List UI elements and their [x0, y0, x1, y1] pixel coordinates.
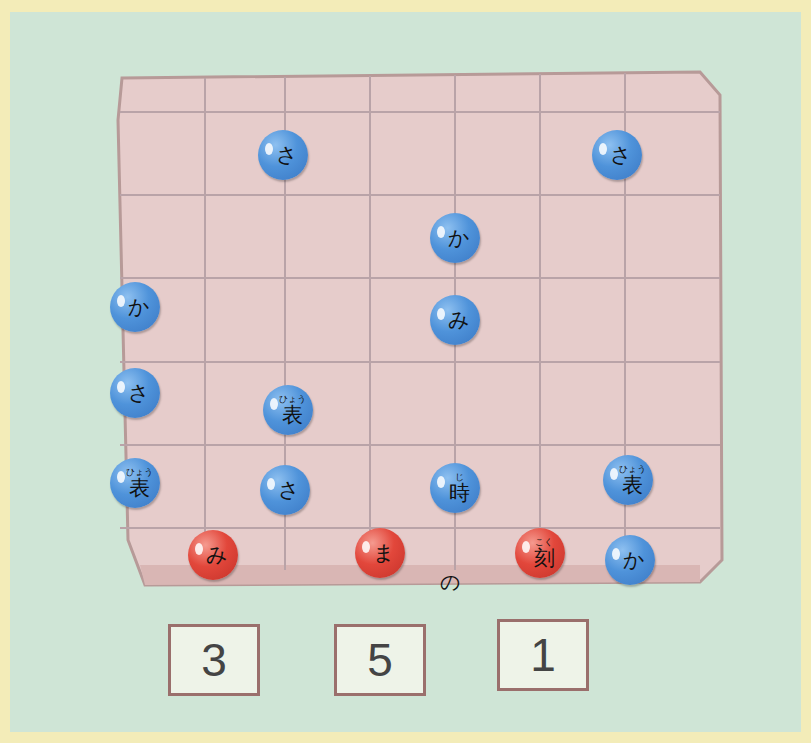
- answer-number: 5: [367, 637, 393, 683]
- stone-character: み: [448, 310, 470, 331]
- blue-stone: ひょう表: [603, 455, 653, 505]
- furigana: じ: [455, 473, 464, 482]
- blue-stone: か: [430, 213, 480, 263]
- answer-box: 1: [497, 619, 589, 691]
- board: [118, 72, 722, 585]
- stone-character: ま: [373, 543, 395, 564]
- stone-character: 表: [622, 475, 643, 496]
- stone-character: 時: [449, 483, 470, 504]
- particle-label: の: [440, 572, 460, 592]
- stone-character: さ: [610, 145, 632, 166]
- stone-character: か: [448, 228, 470, 249]
- stone-character: さ: [276, 145, 298, 166]
- stone-character: か: [623, 550, 645, 571]
- furigana: こく: [535, 538, 553, 547]
- background-panel: [10, 12, 801, 732]
- blue-stone: ひょう表: [110, 458, 160, 508]
- blue-stone: さ: [110, 368, 160, 418]
- red-stone: み: [188, 530, 238, 580]
- blue-stone: さ: [260, 465, 310, 515]
- stone-character: 表: [282, 405, 303, 426]
- red-stone: ま: [355, 528, 405, 578]
- furigana: ひょう: [126, 468, 153, 477]
- furigana: ひょう: [619, 465, 646, 474]
- stone-character: さ: [128, 383, 150, 404]
- stone-character: か: [128, 297, 150, 318]
- blue-stone: か: [605, 535, 655, 585]
- stone-character: 刻: [534, 548, 555, 569]
- red-stone: こく刻: [515, 528, 565, 578]
- answer-number: 3: [201, 637, 227, 683]
- stone-character: さ: [278, 480, 300, 501]
- blue-stone: ひょう表: [263, 385, 313, 435]
- stone-character: 表: [129, 478, 150, 499]
- grid-lines: [120, 73, 720, 570]
- answer-box: 5: [334, 624, 426, 696]
- blue-stone: じ時: [430, 463, 480, 513]
- answer-number: 1: [530, 632, 556, 678]
- blue-stone: み: [430, 295, 480, 345]
- answer-box: 3: [168, 624, 260, 696]
- blue-stone: さ: [258, 130, 308, 180]
- blue-stone: さ: [592, 130, 642, 180]
- furigana: ひょう: [279, 395, 306, 404]
- blue-stone: か: [110, 282, 160, 332]
- stone-character: み: [206, 545, 228, 566]
